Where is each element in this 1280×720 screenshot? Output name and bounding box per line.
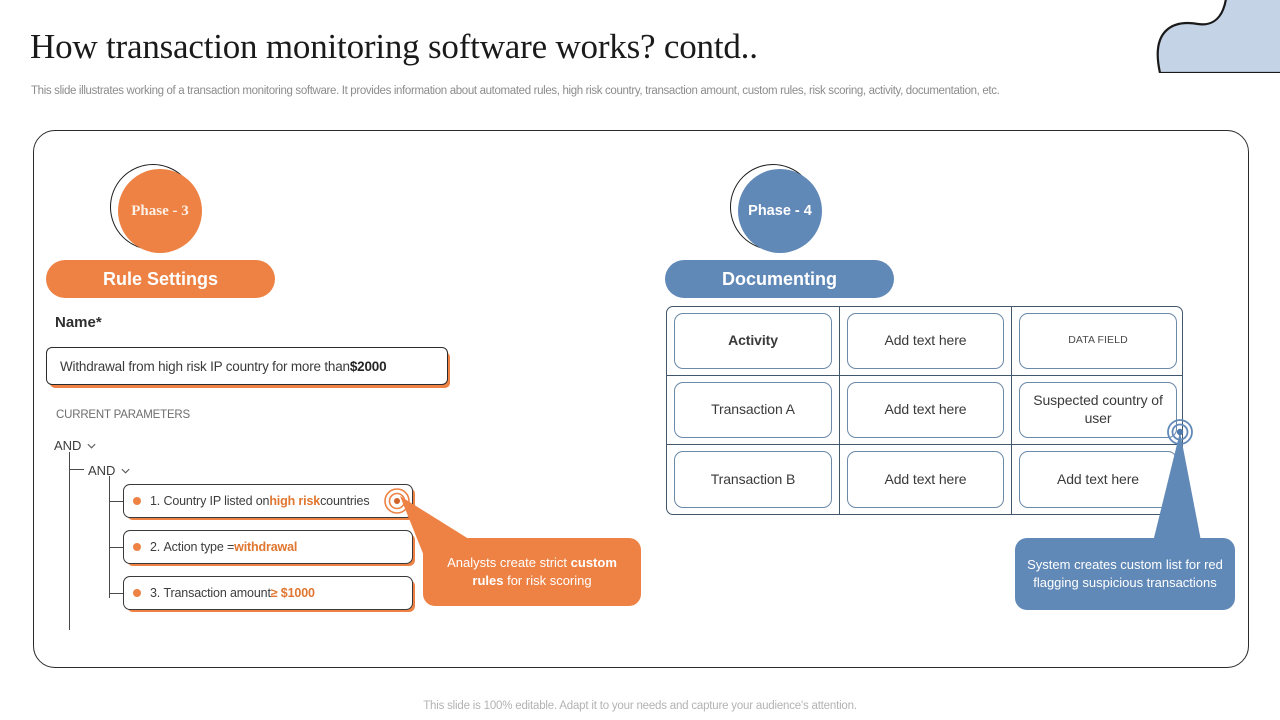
orange-callout: Analysts create strict custom rules for …: [423, 538, 641, 606]
table-cell[interactable]: DATA FIELD: [1012, 307, 1182, 376]
decorative-blob: [1156, 0, 1280, 73]
orange-callout-text-b: for risk scoring: [503, 573, 592, 588]
table-cell[interactable]: Transaction A: [667, 376, 840, 445]
orange-callout-text-a: Analysts create strict: [447, 554, 571, 570]
phase-3-badge: Phase - 3: [110, 164, 206, 256]
condition-bullet-icon: [133, 497, 141, 505]
chevron-down-icon[interactable]: [86, 440, 97, 451]
condition-text-before: Transaction amount: [163, 586, 271, 600]
table-cell[interactable]: Add text here: [840, 307, 1012, 376]
condition-text-before: Action type =: [163, 540, 235, 554]
cell-placeholder: Add text here: [847, 451, 1004, 508]
tree-line-branch-3: [109, 593, 125, 595]
target-marker-icon[interactable]: [383, 487, 411, 515]
cell-transaction-b: Transaction B: [674, 451, 832, 508]
table-cell[interactable]: Transaction B: [667, 445, 840, 514]
cell-suspected-country: Suspected country of user: [1019, 382, 1177, 438]
chevron-down-icon[interactable]: [120, 465, 131, 476]
page-subtitle: This slide illustrates working of a tran…: [31, 85, 1000, 97]
tree-line-branch-outer: [69, 469, 84, 471]
cell-placeholder: Add text here: [1019, 451, 1177, 508]
rule-name-input[interactable]: Withdrawal from high risk IP country for…: [46, 347, 448, 385]
and-inner-label: AND: [88, 463, 116, 478]
condition-index: 2.: [150, 540, 161, 554]
condition-row[interactable]: 2. Action type = withdrawal: [123, 530, 413, 564]
cell-activity: Activity: [674, 313, 832, 369]
tree-line-branch-2: [109, 547, 125, 549]
tree-line-vertical-outer: [69, 452, 71, 630]
cell-placeholder: Add text here: [847, 313, 1004, 369]
rule-settings-pill[interactable]: Rule Settings: [46, 260, 275, 298]
documenting-table: Activity Add text here DATA FIELD Transa…: [666, 306, 1183, 515]
condition-text-after: countries: [320, 494, 370, 508]
and-group-inner[interactable]: AND: [88, 463, 131, 478]
condition-bullet-icon: [133, 543, 141, 551]
tree-line-vertical-inner: [109, 476, 111, 598]
phase-4-badge: Phase - 4: [730, 164, 826, 256]
and-outer-label: AND: [54, 438, 82, 453]
condition-highlight: withdrawal: [234, 540, 298, 554]
and-group-outer[interactable]: AND: [54, 438, 97, 453]
current-parameters-label: CURRENT PARAMETERS: [56, 409, 190, 421]
condition-index: 1.: [150, 494, 161, 508]
condition-row[interactable]: 1. Country IP listed on high risk countr…: [123, 484, 413, 518]
page-title: How transaction monitoring software work…: [30, 27, 758, 66]
documenting-pill[interactable]: Documenting: [665, 260, 894, 298]
condition-highlight: ≥ $1000: [270, 586, 315, 600]
table-cell[interactable]: Add text here: [1012, 445, 1182, 514]
rule-name-amount: $2000: [349, 358, 387, 374]
phase-3-label: Phase - 3: [118, 169, 202, 253]
table-cell[interactable]: Add text here: [840, 445, 1012, 514]
condition-bullet-icon: [133, 589, 141, 597]
condition-index: 3.: [150, 586, 161, 600]
tree-line-branch-1: [109, 501, 125, 503]
rule-name-value: Withdrawal from high risk IP country for…: [60, 358, 350, 374]
phase-4-label: Phase - 4: [738, 169, 822, 253]
condition-tree: AND AND 1. Country IP listed on high ris…: [54, 438, 454, 633]
name-field-label: Name*: [55, 314, 102, 331]
cell-transaction-a: Transaction A: [674, 382, 832, 438]
table-cell[interactable]: Add text here: [840, 376, 1012, 445]
blue-callout: System creates custom list for red flagg…: [1015, 538, 1235, 610]
cell-data-field: DATA FIELD: [1019, 313, 1177, 369]
target-marker-icon[interactable]: [1166, 418, 1194, 446]
condition-row[interactable]: 3. Transaction amount ≥ $1000: [123, 576, 413, 610]
table-cell[interactable]: Activity: [667, 307, 840, 376]
footer-note: This slide is 100% editable. Adapt it to…: [423, 700, 857, 712]
condition-highlight: high risk: [269, 494, 321, 508]
condition-text-before: Country IP listed on: [163, 494, 270, 508]
table-cell[interactable]: Suspected country of user: [1012, 376, 1182, 445]
cell-placeholder: Add text here: [847, 382, 1004, 438]
orange-callout-bold: custom rules: [472, 554, 617, 588]
